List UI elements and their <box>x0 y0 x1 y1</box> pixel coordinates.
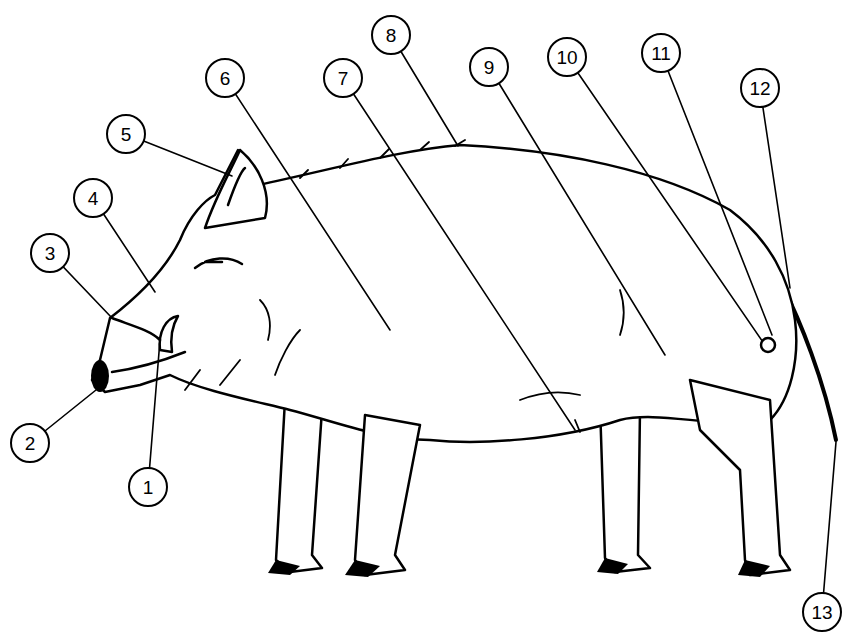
ear-inner <box>228 168 245 205</box>
callout-circle: 2 <box>10 423 50 463</box>
anus-mark <box>761 338 775 352</box>
callout-circle: 11 <box>641 33 681 73</box>
hind-far-leg <box>600 405 650 572</box>
ear <box>205 150 267 228</box>
callout-number: 6 <box>220 69 231 88</box>
callout-number: 13 <box>811 603 832 622</box>
callout-number: 12 <box>749 79 770 98</box>
callout-number: 1 <box>143 478 154 497</box>
callout-number: 11 <box>651 44 671 63</box>
callout-number: 7 <box>338 69 349 88</box>
callout-circle: 7 <box>323 58 363 98</box>
front-far-leg <box>276 400 322 572</box>
mouth <box>112 352 185 372</box>
callout-number: 10 <box>556 48 577 67</box>
callout-circle: 3 <box>30 233 70 273</box>
hind-near-leg <box>690 380 790 575</box>
hooves <box>268 558 770 577</box>
callout-circle: 6 <box>205 58 245 98</box>
leader-lines <box>30 35 836 612</box>
callout-circle: 5 <box>106 114 146 154</box>
eye <box>195 258 242 268</box>
callout-circle: 4 <box>73 178 113 218</box>
callout-circle: 1 <box>128 467 168 507</box>
callout-circle: 8 <box>371 15 411 55</box>
boar-body <box>92 145 796 442</box>
snout-disc <box>91 360 109 392</box>
callout-number: 3 <box>45 244 56 263</box>
callout-circle: 12 <box>740 68 780 108</box>
callout-circle: 13 <box>802 592 842 632</box>
tusk <box>160 316 178 352</box>
fur-texture <box>185 140 624 432</box>
snout-top <box>112 318 160 340</box>
callout-number: 2 <box>25 434 36 453</box>
front-near-leg <box>355 415 420 575</box>
callout-number: 5 <box>121 125 132 144</box>
callout-number: 8 <box>386 26 397 45</box>
callout-circle: 9 <box>469 47 509 87</box>
callout-number: 9 <box>484 58 495 77</box>
callout-circle: 10 <box>547 37 587 77</box>
callout-number: 4 <box>88 189 99 208</box>
